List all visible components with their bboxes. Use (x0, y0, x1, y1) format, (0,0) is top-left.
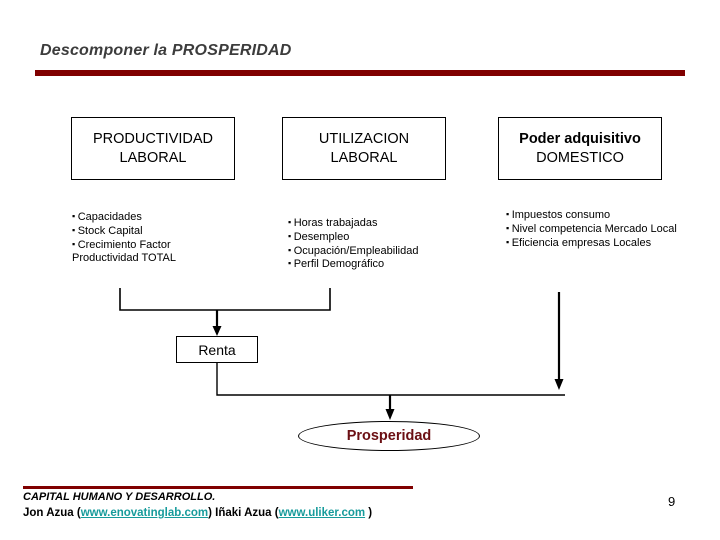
list-item: Impuestos consumo (506, 209, 684, 223)
title-divider (35, 70, 685, 76)
list-item: Ocupación/Empleabilidad (288, 245, 438, 259)
list-item: Crecimiento Factor Productividad TOTAL (72, 239, 222, 267)
list-item: Nivel competencia Mercado Local (506, 223, 684, 237)
arrow-column3-head (554, 379, 564, 390)
arrow-bracket-to-renta-head (212, 326, 222, 336)
box-heading-line2: LABORAL (330, 149, 398, 166)
link-uliker[interactable]: www.uliker.com (278, 507, 366, 519)
renta-to-rail (216, 363, 565, 396)
link-enovatinglab[interactable]: www.enovatinglab.com (80, 507, 209, 519)
footer-tail-text: ) (365, 507, 373, 519)
bullet-list-productividad: Capacidades Stock Capital Crecimiento Fa… (72, 211, 222, 266)
list-item: Capacidades (72, 211, 222, 225)
bullet-list-poder-adquisitivo: Impuestos consumo Nivel competencia Merc… (506, 209, 684, 250)
list-item: Perfil Demográfico (288, 258, 438, 272)
box-heading-line1: PRODUCTIVIDAD (92, 131, 214, 148)
box-heading-line1: UTILIZACION (318, 131, 410, 148)
list-item: Horas trabajadas (288, 217, 438, 231)
footer-title: CAPITAL HUMANO Y DESARROLLO. (23, 491, 216, 503)
box-poder-adquisitivo-domestico: Poder adquisitivo DOMESTICO (498, 117, 662, 180)
arrow-rail-to-prosperidad-head (385, 409, 395, 420)
box-heading-line1: Poder adquisitivo (519, 131, 641, 148)
author-one-label: Jon Azua ( (23, 507, 81, 519)
footer-mid-text: ) Iñaki Azua ( (208, 507, 279, 519)
list-item: Desempleo (288, 231, 438, 245)
bracket-columns-1-2 (119, 288, 331, 311)
list-item: Eficiencia empresas Locales (506, 237, 684, 251)
box-utilizacion-laboral: UTILIZACION LABORAL (282, 117, 446, 180)
footer-divider (23, 486, 413, 489)
box-productividad-laboral: PRODUCTIVIDAD LABORAL (71, 117, 235, 180)
box-heading-line2: DOMESTICO (536, 149, 624, 166)
bullet-list-utilizacion: Horas trabajadas Desempleo Ocupación/Emp… (288, 217, 438, 272)
list-item: Stock Capital (72, 225, 222, 239)
node-prosperidad: Prosperidad (298, 421, 480, 451)
footer-authors: Jon Azua (www.enovatinglab.com) Iñaki Az… (23, 507, 372, 519)
page-title: Descomponer la PROSPERIDAD (40, 42, 292, 59)
node-renta: Renta (176, 336, 258, 363)
page-number: 9 (668, 494, 676, 509)
box-heading-line2: LABORAL (119, 149, 187, 166)
